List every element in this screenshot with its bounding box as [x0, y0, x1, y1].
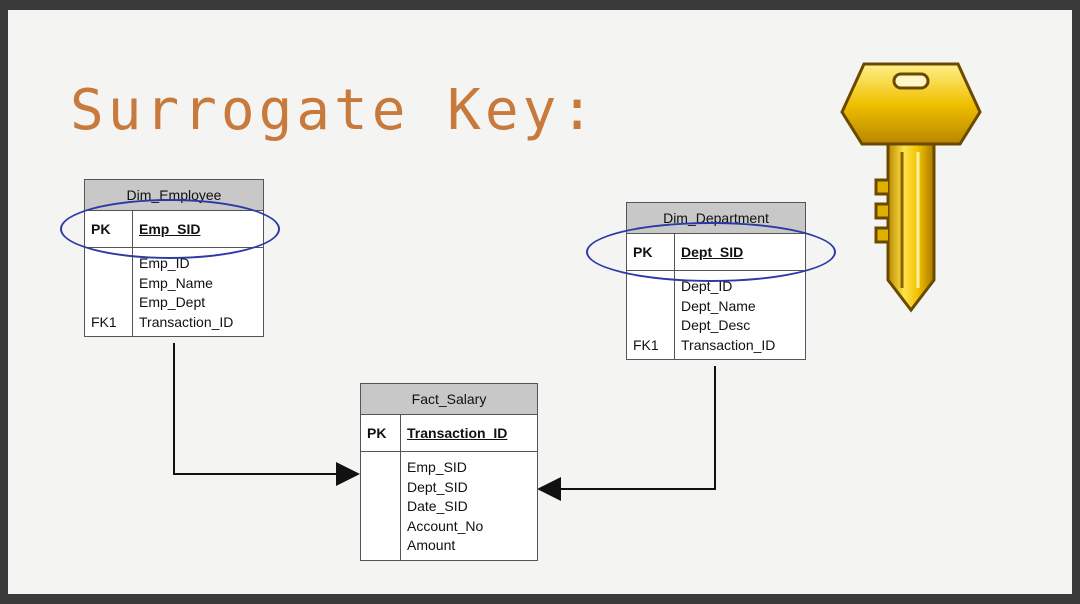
pk-row: PK Transaction_ID: [361, 415, 537, 452]
key-label: [367, 536, 400, 556]
field-list: FK1 Dept_ID Dept_Name Dept_Desc Transact…: [627, 271, 805, 359]
field-name: Transaction_ID: [681, 336, 776, 353]
key-column: [361, 452, 401, 560]
field-name: Emp_SID: [407, 459, 467, 475]
field-name: Dept_Name: [681, 297, 756, 314]
slide-title: Surrogate Key:: [70, 78, 599, 143]
field-name: Emp_Name: [139, 274, 213, 291]
pk-field: Transaction_ID: [407, 425, 508, 441]
key-label: [91, 254, 132, 274]
field-name: Date_SID: [407, 498, 468, 514]
table-title: Fact_Salary: [361, 384, 537, 415]
pk-label: PK: [361, 415, 401, 451]
key-label: [367, 497, 400, 517]
key-label: FK1: [91, 313, 117, 330]
department-to-fact-connector: [537, 366, 716, 501]
key-label: [91, 274, 132, 294]
field-list: FK1 Emp_ID Emp_Name Emp_Dept Transaction…: [85, 248, 263, 336]
field-column: Dept_ID Dept_Name Dept_Desc Transaction_…: [675, 271, 775, 359]
employee-to-fact-connector: [173, 343, 360, 486]
key-icon: [840, 62, 982, 313]
field-name: Amount: [407, 537, 456, 553]
department-pk-highlight: [586, 222, 836, 282]
key-label: FK1: [633, 336, 659, 353]
employee-pk-highlight: [60, 199, 280, 259]
key-column: FK1: [627, 271, 675, 359]
field-name: Emp_Dept: [139, 294, 206, 310]
key-label: [367, 478, 400, 498]
field-column: Emp_SID Dept_SID Date_SID Account_No Amo…: [401, 452, 483, 560]
field-name: Dept_SID: [407, 478, 468, 495]
field-column: Emp_ID Emp_Name Emp_Dept Transaction_ID: [133, 248, 233, 336]
key-label: [633, 316, 674, 336]
field-name: Emp_ID: [139, 255, 190, 271]
key-label: [367, 458, 400, 478]
key-label: [633, 297, 674, 317]
field-name: Account_No: [407, 517, 484, 534]
key-label: [91, 293, 132, 313]
field-name: Dept_ID: [681, 278, 733, 294]
key-label: [367, 517, 400, 537]
field-list: Emp_SID Dept_SID Date_SID Account_No Amo…: [361, 452, 537, 560]
key-column: FK1: [85, 248, 133, 336]
fact-salary-table: Fact_Salary PK Transaction_ID Emp_SID De…: [360, 383, 538, 561]
field-name: Dept_Desc: [681, 317, 751, 333]
field-name: Transaction_ID: [139, 313, 234, 330]
